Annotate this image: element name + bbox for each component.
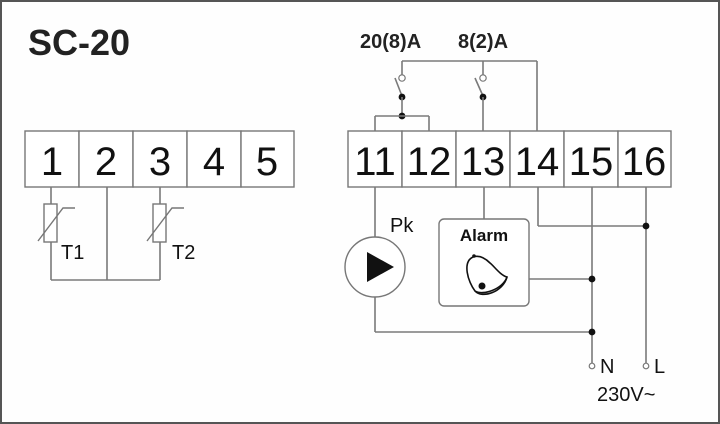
model-title: SC-20: [28, 22, 130, 63]
terminal-label: 5: [256, 140, 278, 184]
terminal-l-point: [642, 362, 650, 370]
neutral-label: N: [600, 356, 614, 378]
sensor-label-t2: T2: [172, 242, 195, 264]
relay-rating-alarm: 8(2)A: [458, 31, 508, 53]
relay-rating-pump: 20(8)A: [360, 31, 421, 53]
terminal-14: [509, 130, 565, 188]
terminal-label: 14: [515, 140, 560, 184]
terminal-12: [401, 130, 457, 188]
terminal-label: 15: [569, 140, 614, 184]
terminal-label: 2: [95, 140, 117, 184]
pump-label: Pk: [390, 215, 414, 237]
terminal-2: [78, 130, 134, 188]
contact-open-icon: [479, 74, 487, 82]
junction-icon: [642, 222, 650, 230]
terminal-16: [617, 130, 672, 188]
terminal-label: 13: [461, 140, 506, 184]
sensor-wiring: [50, 187, 161, 281]
voltage-label: 230V~: [597, 384, 655, 406]
terminal-label: 11: [354, 140, 396, 184]
terminal-5: [240, 130, 295, 188]
bell-icon: [466, 254, 509, 296]
alarm-box: Alarm: [438, 218, 530, 307]
terminal-label: 3: [149, 140, 171, 184]
terminal-n-point: [588, 362, 596, 370]
terminal-label: 16: [622, 140, 667, 184]
left-terminal-block: 1 2 3 4 5: [24, 130, 295, 188]
terminal-11: [347, 130, 403, 188]
junction-icon: [588, 275, 596, 283]
load-wiring: [374, 187, 650, 370]
terminal-label: 4: [203, 140, 225, 184]
terminal-15: [563, 130, 619, 188]
pump-icon: [344, 236, 406, 298]
live-label: L: [654, 356, 665, 378]
alarm-label: Alarm: [460, 226, 508, 245]
terminal-label: 12: [407, 140, 452, 184]
right-terminal-block: 11 12 13 14 15 16: [347, 130, 672, 188]
junction-icon: [588, 328, 596, 336]
terminal-4: [186, 130, 242, 188]
terminal-label: 1: [41, 140, 63, 184]
sensor-label-t1: T1: [61, 242, 84, 264]
contact-open-icon: [398, 74, 406, 82]
terminal-1: [24, 130, 80, 188]
thermistor-icon: [37, 203, 75, 243]
thermistor-icon: [146, 203, 184, 243]
relay-contacts: [374, 60, 538, 131]
